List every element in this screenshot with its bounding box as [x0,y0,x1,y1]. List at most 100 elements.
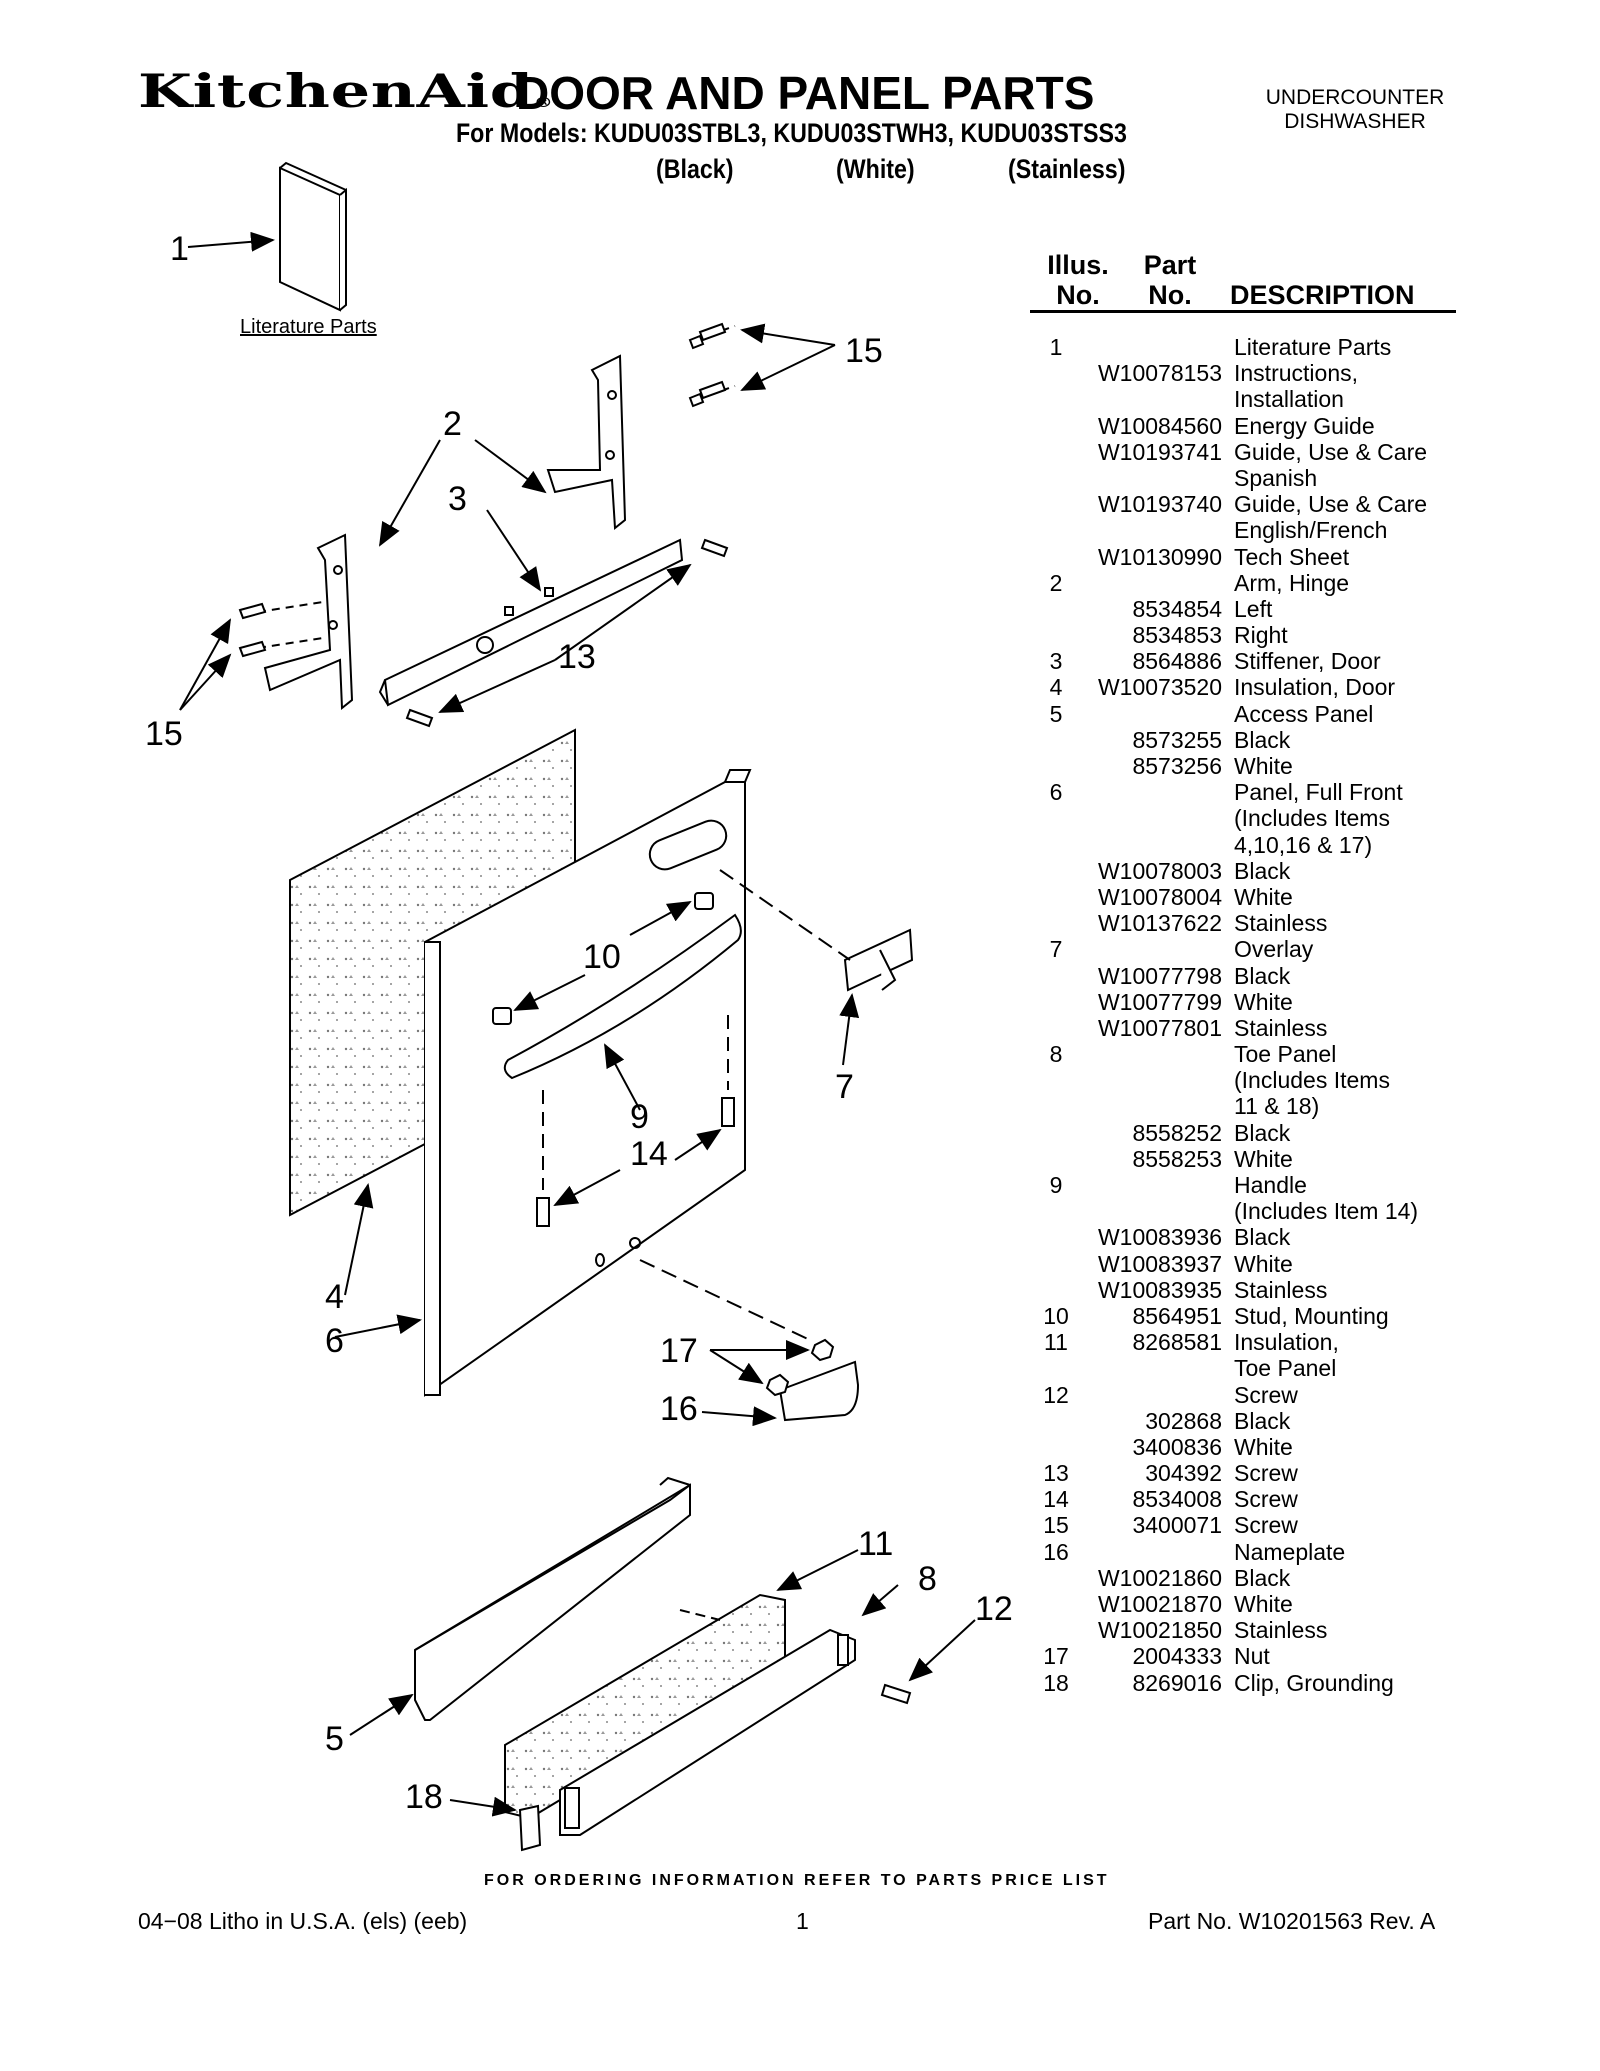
brand-name: KitchenAid [138,64,534,118]
grounding-clip-icon [518,1804,542,1852]
description-cell: Literature Parts [1234,334,1392,360]
part-no-cell [1082,334,1222,360]
header-rule [1030,310,1456,313]
illus-no-cell [1030,858,1082,884]
part-no-cell [1082,1355,1222,1381]
document-part-number: Part No. W10201563 Rev. A [1148,1908,1436,1934]
callout-6: 6 [325,1322,344,1360]
part-no-cell [1082,1198,1222,1224]
part-no-cell [1082,832,1222,858]
door-stiffener-icon [378,538,684,707]
illus-no-cell: 8 [1049,1041,1063,1068]
illus-no-cell: 12 [1043,1381,1069,1408]
callout-numbers: 1 2 3 4 5 6 7 8 9 10 11 12 13 14 15 15 1… [145,230,1013,1816]
part-no-cell: 8558253 [1132,1145,1222,1172]
part-no-cell: 8564951 [1132,1302,1222,1329]
part-no-cell [1082,1093,1222,1119]
description-cell: Black [1234,962,1291,989]
screw-15-left-upper-icon [238,602,267,620]
part-no-cell [1082,386,1222,412]
description-cell: Overlay [1234,936,1314,963]
description-cell: Guide, Use & Care [1234,491,1428,518]
part-no-cell: 8564886 [1132,648,1222,675]
description-cell: White [1234,1433,1293,1460]
description-cell: Stiffener, Door [1234,648,1381,675]
illus-no-cell: 17 [1043,1643,1069,1670]
description-cell: Screw [1234,1512,1298,1539]
litho-line: 04−08 Litho in U.S.A. (els) (eeb) [138,1908,468,1934]
description-header: DESCRIPTION [1230,280,1415,310]
part-no-cell [1082,1382,1222,1408]
leader-1 [187,231,275,252]
exploded-parts-diagram: 1 2 3 4 5 6 7 8 9 10 11 12 13 14 15 15 1… [145,161,1013,1852]
illus-no-cell [1030,1067,1082,1093]
illus-no-cell [1030,1015,1082,1041]
screw-13-left-icon [405,708,434,728]
part-no-cell [1082,517,1222,543]
callout-11: 11 [858,1525,893,1563]
table-row: W10084560 Energy Guide [1030,413,1470,439]
part-no-cell: 8573256 [1132,753,1222,779]
description-cell: (Includes Items [1234,805,1390,832]
part-no-cell: W10084560 [1097,412,1222,439]
illus-no-cell [1030,596,1082,622]
part-no-cell: W10130990 [1097,543,1222,570]
literature-parts-label: Literature Parts [240,316,377,338]
illus-no-cell: 2 [1049,569,1063,596]
illus-no-cell [1030,622,1082,648]
illus-no-cell [1030,517,1082,543]
description-cell: Left [1234,595,1273,622]
part-no-cell [1082,1041,1222,1067]
stud-right-icon [694,892,714,910]
part-no-cell: W10193740 [1097,491,1222,518]
illus-no-cell: 14 [1043,1486,1069,1513]
table-row: 1 Literature Parts [1030,334,1470,360]
illus-no-cell [1030,1093,1082,1119]
illus-no-cell [1030,753,1082,779]
description-cell: Screw [1234,1486,1298,1513]
description-cell: Installation [1234,386,1344,413]
hinge-arm-left-icon [263,533,354,711]
callout-1: 1 [170,230,189,268]
illus-no-cell [1030,1617,1082,1643]
hinge-arm-right-icon [546,354,627,530]
part-no-cell: 304392 [1145,1460,1222,1487]
illus-no-cell [1030,1434,1082,1460]
description-cell: (Includes Items [1234,1067,1390,1094]
illus-no-cell: 18 [1043,1669,1069,1696]
screw-15-left-lower-icon [238,640,267,658]
description-cell: Insulation, [1234,1329,1339,1356]
access-panel-icon [414,1476,691,1721]
callout-2: 2 [443,405,462,443]
part-no-cell: 3400071 [1132,1512,1222,1539]
description-cell: Black [1234,1564,1291,1591]
description-cell: Energy Guide [1234,412,1375,439]
callout-4: 4 [325,1278,344,1316]
description-cell: Clip, Grounding [1234,1669,1394,1696]
illus-no-cell [1030,1565,1082,1591]
literature-booklet-icon [279,161,347,312]
description-cell: Instructions, [1234,360,1358,387]
part-no-cell: W10137622 [1097,910,1222,937]
description-cell: Guide, Use & Care [1234,438,1428,465]
part-no-cell [1082,465,1222,491]
callout-18: 18 [405,1778,443,1816]
illus-no-cell: 1 [1049,334,1063,360]
part-no-cell: W10078003 [1097,857,1222,884]
illus-no-cell: 10 [1043,1302,1069,1329]
part-no-cell: W10021870 [1097,1591,1222,1617]
part-no-cell: W10083935 [1097,1276,1222,1303]
description-cell: White [1234,1591,1293,1617]
illus-no-cell [1030,989,1082,1015]
